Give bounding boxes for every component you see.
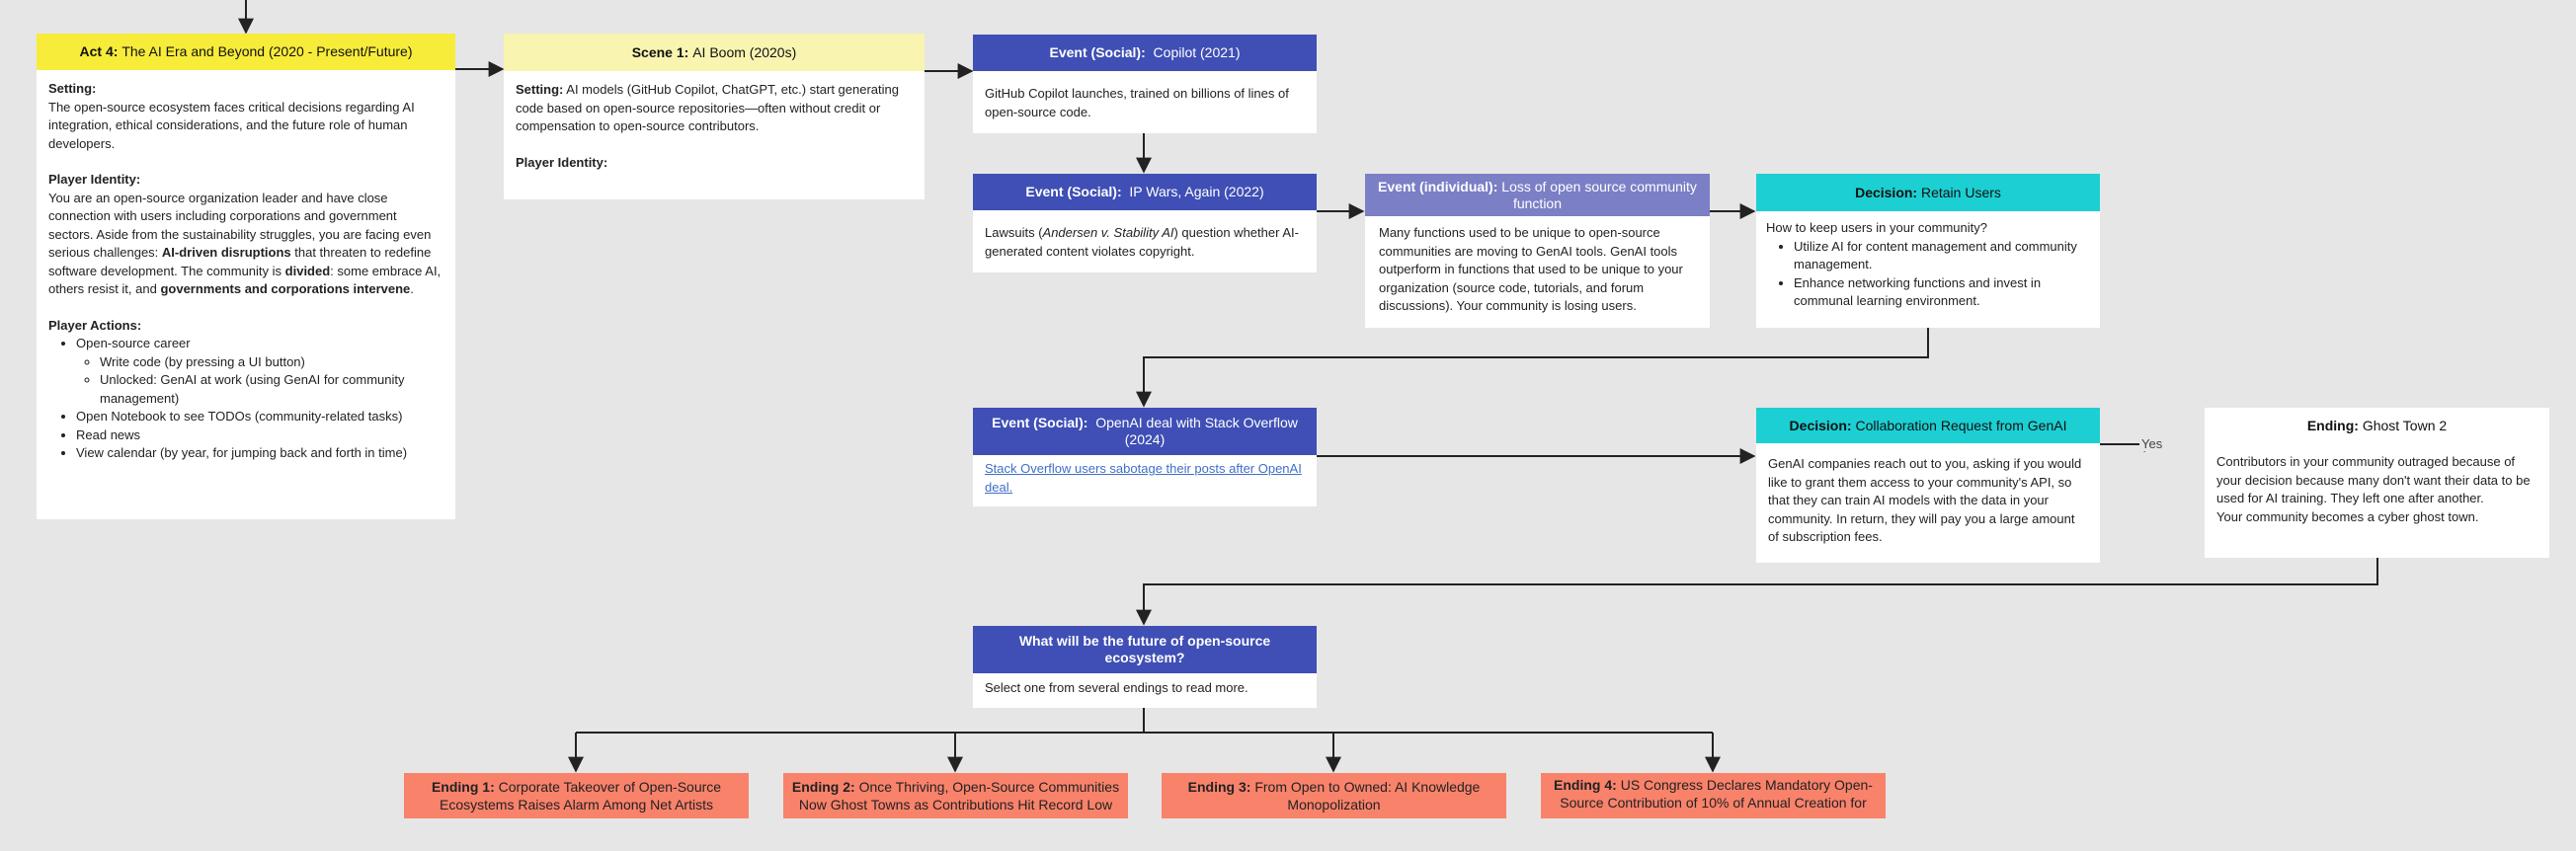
list-item: Unlocked: GenAI at work (using GenAI for… <box>100 371 443 408</box>
ending-1-box[interactable]: Ending 1: Corporate Takeover of Open-Sou… <box>404 773 749 818</box>
act4-body: Setting: The open-source ecosystem faces… <box>37 70 455 473</box>
act4-setting-label: Setting: <box>48 81 97 96</box>
list-item: Open Notebook to see TODOs (community-re… <box>76 408 443 426</box>
decision-option[interactable]: Enhance networking functions and invest … <box>1794 274 2090 311</box>
decision-option[interactable]: Utilize AI for content management and co… <box>1794 238 2090 274</box>
scene1-identity-label: Player Identity: <box>516 154 608 170</box>
act4-identity-text: You are an open-source organization lead… <box>48 190 442 297</box>
scene1-header: Scene 1: AI Boom (2020s) <box>504 34 925 71</box>
act4-header: Act 4: The AI Era and Beyond (2020 - Pre… <box>37 34 455 70</box>
ending-ghost2-card[interactable]: Ending: Ghost Town 2 Contributors in you… <box>2205 408 2549 558</box>
ending-1-text: Corporate Takeover of Open-Source Ecosys… <box>440 779 722 812</box>
ending-4-text: US Congress Declares Mandatory Open-Sour… <box>1560 777 1873 811</box>
future-question-title: What will be the future of open-source e… <box>1018 633 1271 665</box>
scene1-setting-text: AI models (GitHub Copilot, ChatGPT, etc.… <box>516 82 899 133</box>
ending-4-box[interactable]: Ending 4: US Congress Declares Mandatory… <box>1541 773 1886 818</box>
event-stackoverflow-card[interactable]: Event (Social): OpenAI deal with Stack O… <box>973 408 1317 506</box>
event-lossfunc-card[interactable]: Event (individual): Loss of open source … <box>1365 174 1710 328</box>
event-lossfunc-title: Loss of open source community function <box>1501 178 1697 211</box>
act4-identity-label: Player Identity: <box>48 172 141 187</box>
scene1-body: Setting: AI models (GitHub Copilot, Chat… <box>516 82 899 170</box>
scene1-title: AI Boom (2020s) <box>692 43 797 60</box>
ending-ghost2-header: Ending: Ghost Town 2 <box>2205 408 2549 443</box>
event-stackoverflow-title: OpenAI deal with Stack Overflow (2024) <box>1095 415 1298 447</box>
future-question-body: Select one from several endings to read … <box>985 680 1248 695</box>
event-copilot-header: Event (Social): Copilot (2021) <box>973 35 1317 71</box>
event-copilot-card[interactable]: Event (Social): Copilot (2021) GitHub Co… <box>973 35 1317 133</box>
decision-retain-question: How to keep users in your community? <box>1766 220 1987 235</box>
event-copilot-title: Copilot (2021) <box>1153 44 1241 60</box>
act4-setting-text: The open-source ecosystem faces critical… <box>48 99 415 151</box>
scene1-card[interactable]: Scene 1: AI Boom (2020s) Setting: AI mod… <box>504 34 925 199</box>
event-lossfunc-header: Event (individual): Loss of open source … <box>1365 174 1710 216</box>
event-ipwars-body: Lawsuits (Andersen v. Stability AI) ques… <box>985 225 1299 259</box>
decision-retain-body: How to keep users in your community? Uti… <box>1756 211 2100 319</box>
decision-collab-card[interactable]: Decision: Collaboration Request from Gen… <box>1756 408 2100 563</box>
event-ipwars-header: Event (Social): IP Wars, Again (2022) <box>973 174 1317 210</box>
event-copilot-body: GitHub Copilot launches, trained on bill… <box>985 86 1289 119</box>
future-question-header: What will be the future of open-source e… <box>973 626 1317 673</box>
list-item: Read news <box>76 426 443 445</box>
connector-retain-to-stackoverflow <box>1136 328 1929 408</box>
yes-branch-label: Yes <box>2139 436 2165 451</box>
ending-3-box[interactable]: Ending 3: From Open to Owned: AI Knowled… <box>1162 773 1506 818</box>
ending-2-box[interactable]: Ending 2: Once Thriving, Open-Source Com… <box>783 773 1128 818</box>
act4-title-prefix: Act 4: <box>79 43 119 59</box>
list-item: Open-source career Write code (by pressi… <box>76 335 443 408</box>
connector-ghost2-to-future <box>1136 558 2378 626</box>
act4-title: The AI Era and Beyond (2020 - Present/Fu… <box>121 43 413 59</box>
act4-card[interactable]: Act 4: The AI Era and Beyond (2020 - Pre… <box>37 34 455 519</box>
future-question-card[interactable]: What will be the future of open-source e… <box>973 626 1317 708</box>
event-stackoverflow-header: Event (Social): OpenAI deal with Stack O… <box>973 408 1317 455</box>
ending-3-text: From Open to Owned: AI Knowledge Monopol… <box>1254 779 1481 812</box>
event-lossfunc-body: Many functions used to be unique to open… <box>1379 225 1683 313</box>
decision-collab-body: GenAI companies reach out to you, asking… <box>1768 456 2082 544</box>
list-item: View calendar (by year, for jumping back… <box>76 444 443 463</box>
ending-2-text: Once Thriving, Open-Source Communities N… <box>798 779 1120 812</box>
act4-actions-label: Player Actions: <box>48 317 142 333</box>
stackoverflow-news-link[interactable]: Stack Overflow users sabotage their post… <box>985 461 1302 495</box>
act4-actions-list: Open-source career Write code (by pressi… <box>48 335 443 463</box>
decision-retain-title: Retain Users <box>1920 184 2001 200</box>
scene1-title-prefix: Scene 1: <box>631 43 689 60</box>
event-ipwars-title: IP Wars, Again (2022) <box>1129 184 1264 199</box>
list-item: Write code (by pressing a UI button) <box>100 353 443 372</box>
event-ipwars-card[interactable]: Event (Social): IP Wars, Again (2022) La… <box>973 174 1317 272</box>
decision-retain-header: Decision: Retain Users <box>1756 174 2100 211</box>
decision-retain-card[interactable]: Decision: Retain Users How to keep users… <box>1756 174 2100 328</box>
ending-ghost2-body: Contributors in your community outraged … <box>2216 454 2531 524</box>
decision-collab-header: Decision: Collaboration Request from Gen… <box>1756 408 2100 443</box>
ending-ghost2-title: Ghost Town 2 <box>2362 417 2448 433</box>
decision-collab-title: Collaboration Request from GenAI <box>1855 417 2067 433</box>
event-stackoverflow-body: Stack Overflow users sabotage their post… <box>973 455 1317 502</box>
